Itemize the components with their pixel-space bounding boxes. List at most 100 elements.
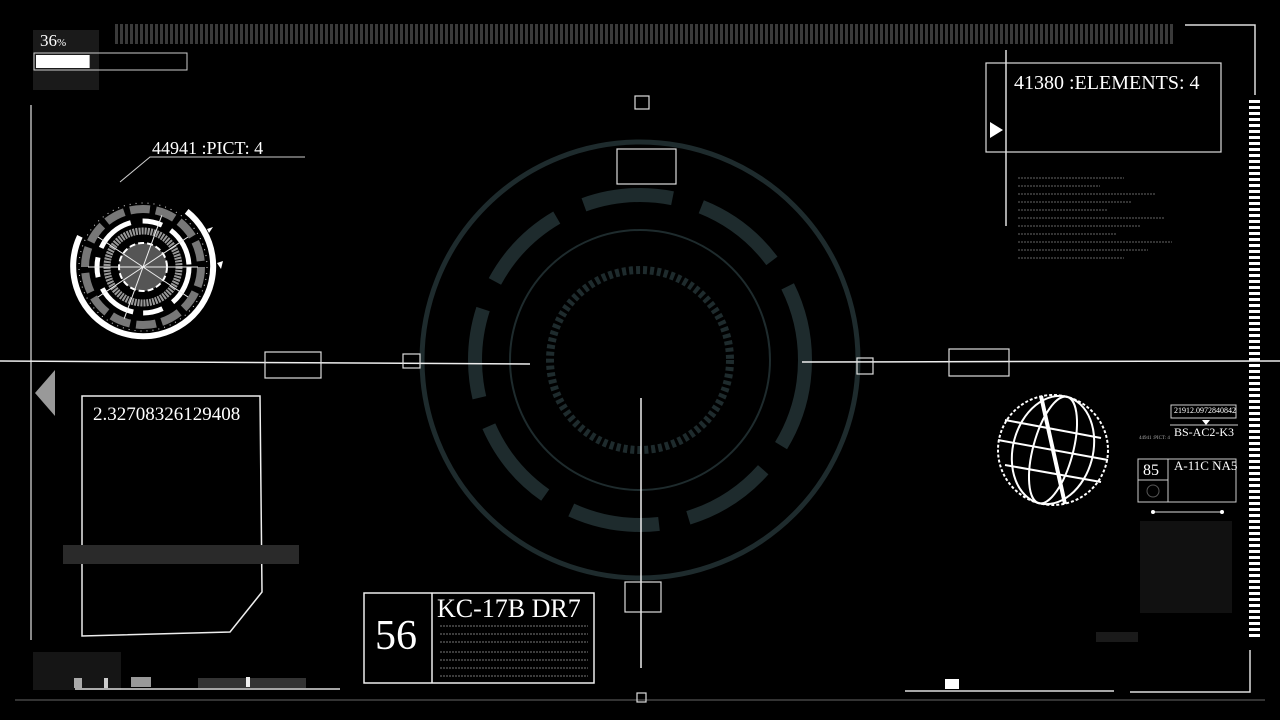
tick: [655, 24, 658, 44]
tick: [1249, 328, 1260, 331]
tick: [140, 24, 143, 44]
tick: [1249, 358, 1260, 361]
tick: [925, 24, 928, 44]
tick: [725, 24, 728, 44]
tick: [1249, 442, 1260, 445]
tick: [1249, 106, 1260, 109]
tick: [280, 24, 283, 44]
tick: [1249, 538, 1260, 541]
tick: [1249, 154, 1260, 157]
tick: [1035, 24, 1038, 44]
tick: [1249, 550, 1260, 553]
tick: [1249, 412, 1260, 415]
progress-label: 36%: [40, 31, 66, 51]
tick: [1249, 376, 1260, 379]
tick: [1249, 400, 1260, 403]
tick: [825, 24, 828, 44]
bottom-panel-code: KC-17B DR7: [437, 594, 581, 623]
tick: [960, 24, 963, 44]
tick: [640, 24, 643, 44]
tick: [1249, 610, 1260, 613]
tick: [780, 24, 783, 44]
tick: [1249, 424, 1260, 427]
tick: [905, 24, 908, 44]
tick: [1249, 184, 1260, 187]
reticle-boxes: [264, 95, 1010, 703]
tick: [820, 24, 823, 44]
tick: [935, 24, 938, 44]
tick: [530, 24, 533, 44]
tick: [1249, 448, 1260, 451]
tick: [950, 24, 953, 44]
tick: [770, 24, 773, 44]
tick: [240, 24, 243, 44]
tick: [360, 24, 363, 44]
tick: [710, 24, 713, 44]
tick: [405, 24, 408, 44]
tick: [980, 24, 983, 44]
tick: [460, 24, 463, 44]
tick: [1249, 178, 1260, 181]
tick: [1249, 430, 1260, 433]
tick: [1145, 24, 1148, 44]
tick: [890, 24, 893, 44]
tick: [1050, 24, 1053, 44]
tick: [310, 24, 313, 44]
tick: [1249, 604, 1260, 607]
play-triangle-icon: [990, 122, 1003, 138]
tick: [1249, 556, 1260, 559]
tick: [1249, 166, 1260, 169]
callout-leader-line: [119, 156, 305, 183]
tick: [560, 24, 563, 44]
tick: [775, 24, 778, 44]
tick: [1249, 136, 1260, 139]
tick: [1249, 112, 1260, 115]
tick: [225, 24, 228, 44]
tick: [1249, 286, 1260, 289]
side-mini-label: 44941 :PICT: 4: [1139, 436, 1170, 441]
tick: [420, 24, 423, 44]
tick: [120, 24, 123, 44]
tick: [970, 24, 973, 44]
tick: [1249, 514, 1260, 517]
tick: [1015, 24, 1018, 44]
tick: [555, 24, 558, 44]
tick: [505, 24, 508, 44]
left-arrow-icon: [35, 370, 55, 416]
tick: [1249, 544, 1260, 547]
tick: [450, 24, 453, 44]
tick: [1249, 250, 1260, 253]
tick: [135, 24, 138, 44]
tick: [930, 24, 933, 44]
tick: [480, 24, 483, 44]
tick: [1065, 24, 1068, 44]
tick: [315, 24, 318, 44]
tick: [1249, 526, 1260, 529]
tick: [895, 24, 898, 44]
tick: [1105, 24, 1108, 44]
tick: [610, 24, 613, 44]
tick: [850, 24, 853, 44]
tick: [1130, 24, 1133, 44]
tick: [1249, 382, 1260, 385]
wireframe-globe-icon: [997, 394, 1109, 506]
radar-dial-icon: [70, 202, 223, 340]
tick: [215, 24, 218, 44]
tick: [515, 24, 518, 44]
tick: [465, 24, 468, 44]
tick: [920, 24, 923, 44]
tick: [190, 24, 193, 44]
tick: [695, 24, 698, 44]
tick: [900, 24, 903, 44]
tick: [1249, 622, 1260, 625]
tick: [185, 24, 188, 44]
tick: [1249, 388, 1260, 391]
tick: [325, 24, 328, 44]
tick: [1249, 190, 1260, 193]
tick: [1249, 274, 1260, 277]
tick: [730, 24, 733, 44]
tick: [305, 24, 308, 44]
tick: [220, 24, 223, 44]
tick: [1249, 280, 1260, 283]
